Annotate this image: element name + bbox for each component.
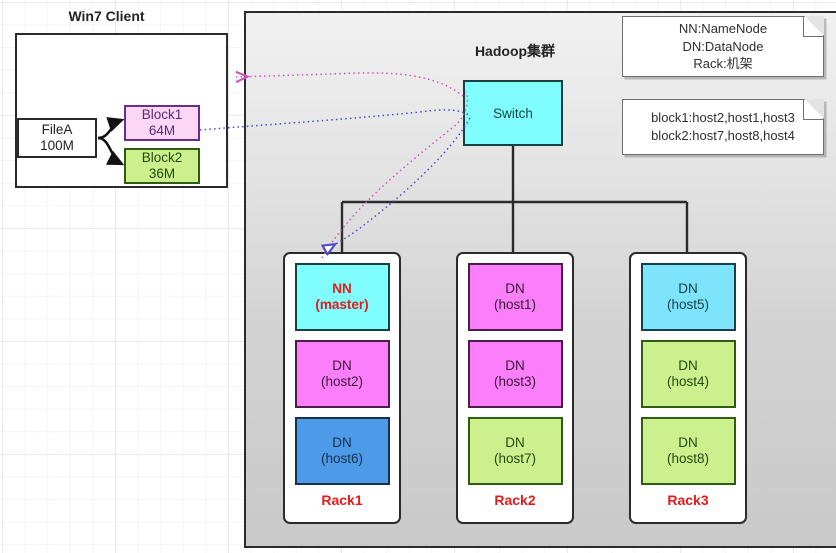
block-size: 36M bbox=[148, 166, 176, 181]
node-host: (host6) bbox=[320, 451, 364, 466]
block1-box[interactable]: Block1 64M bbox=[124, 105, 200, 141]
node-dn-host4[interactable]: DN (host4) bbox=[640, 340, 736, 408]
block-size: 64M bbox=[148, 123, 176, 138]
node-type: DN bbox=[678, 357, 698, 373]
node-type: DN bbox=[505, 280, 525, 296]
file-a-box[interactable]: FileA 100M bbox=[17, 118, 97, 158]
node-type: DN bbox=[505, 434, 525, 450]
node-host: (host4) bbox=[666, 374, 710, 389]
note-fold-icon bbox=[803, 16, 824, 37]
node-type: DN bbox=[678, 280, 698, 296]
node-type: DN bbox=[332, 357, 352, 373]
note-line: Rack:机架 bbox=[693, 56, 753, 72]
rack-label: Rack2 bbox=[494, 492, 536, 508]
block-name: Block2 bbox=[141, 150, 183, 166]
node-dn-host6[interactable]: DN (host6) bbox=[294, 417, 390, 485]
node-host: (host8) bbox=[666, 451, 710, 466]
node-type: DN bbox=[332, 434, 352, 450]
node-dn-host7[interactable]: DN (host7) bbox=[467, 417, 563, 485]
node-host: (host7) bbox=[493, 451, 537, 466]
node-host: (master) bbox=[315, 297, 369, 312]
node-host: (host5) bbox=[666, 297, 710, 312]
legend-note-abbreviations: NN:NameNode DN:DataNode Rack:机架 bbox=[622, 16, 824, 77]
node-host: (host2) bbox=[320, 374, 364, 389]
block2-box[interactable]: Block2 36M bbox=[124, 148, 200, 184]
client-title: Win7 Client bbox=[68, 8, 145, 24]
node-type: DN bbox=[505, 357, 525, 373]
rack-label: Rack3 bbox=[667, 492, 709, 508]
note-line: DN:DataNode bbox=[682, 38, 764, 54]
file-name: FileA bbox=[41, 122, 73, 138]
rack-rack1[interactable]: NN (master) DN (host2) DN (host6) Rack1 bbox=[283, 252, 401, 524]
note-line: NN:NameNode bbox=[678, 21, 768, 37]
note-fold-icon bbox=[803, 99, 824, 120]
block-name: Block1 bbox=[141, 107, 183, 123]
node-type: NN bbox=[332, 280, 352, 296]
file-size: 100M bbox=[40, 138, 74, 153]
node-dn-host8[interactable]: DN (host8) bbox=[640, 417, 736, 485]
node-dn-host1[interactable]: DN (host1) bbox=[467, 263, 563, 331]
node-dn-host5[interactable]: DN (host5) bbox=[640, 263, 736, 331]
cluster-title: Hadoop集群 bbox=[474, 43, 556, 59]
note-line: block1:host2,host1,host3 bbox=[651, 110, 795, 126]
node-host: (host1) bbox=[493, 297, 537, 312]
node-nn-master[interactable]: NN (master) bbox=[294, 263, 390, 331]
rack-rack3[interactable]: DN (host5) DN (host4) DN (host8) Rack3 bbox=[629, 252, 747, 524]
rack-rack2[interactable]: DN (host1) DN (host3) DN (host7) Rack2 bbox=[456, 252, 574, 524]
switch-node[interactable]: Switch bbox=[463, 80, 563, 146]
node-type: DN bbox=[678, 434, 698, 450]
note-line: block2:host7,host8,host4 bbox=[651, 128, 795, 143]
node-dn-host2[interactable]: DN (host2) bbox=[294, 340, 390, 408]
node-host: (host3) bbox=[493, 374, 537, 389]
legend-note-block-placement: block1:host2,host1,host3 block2:host7,ho… bbox=[622, 99, 824, 155]
rack-label: Rack1 bbox=[321, 492, 363, 508]
switch-label: Switch bbox=[493, 105, 533, 121]
node-dn-host3[interactable]: DN (host3) bbox=[467, 340, 563, 408]
